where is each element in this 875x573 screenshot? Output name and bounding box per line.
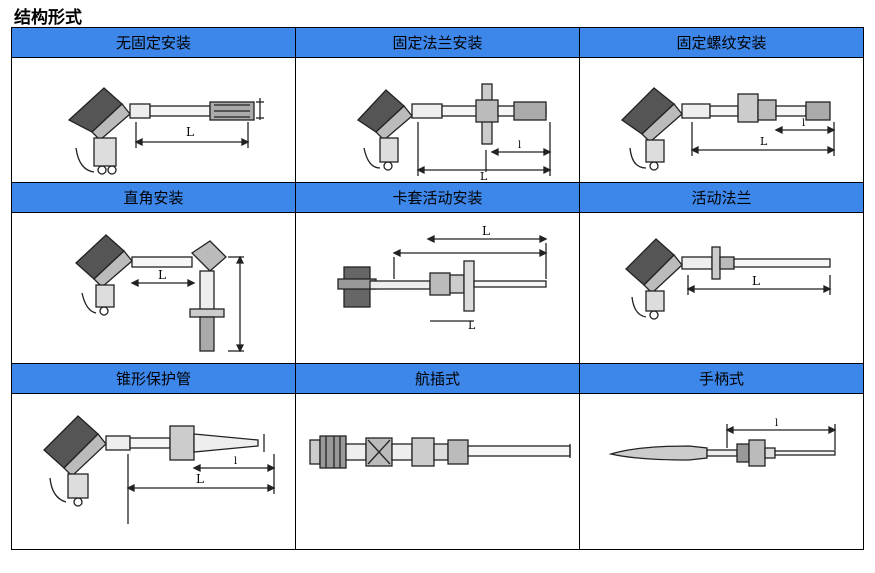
cell-header: 航插式 bbox=[295, 363, 580, 394]
cell-drawing: L l bbox=[579, 57, 864, 183]
thermocouple-aviation-plug-icon bbox=[308, 435, 571, 469]
dimension-label: l bbox=[802, 118, 805, 129]
cell-header: 锥形保护管 bbox=[11, 363, 296, 394]
cell-drawing: l bbox=[579, 393, 864, 550]
thermocouple-ferrule-movable-icon: L L bbox=[336, 224, 547, 332]
thermocouple-tapered-tube-icon: L l bbox=[42, 415, 275, 524]
thermocouple-fixed-flange-icon: L l bbox=[356, 83, 551, 182]
cell-drawing: L bbox=[579, 212, 864, 364]
thermocouple-handle-icon: l bbox=[607, 418, 836, 467]
dimension-label: L bbox=[186, 125, 194, 139]
dimension-label: L bbox=[752, 274, 760, 288]
cell-drawing: L bbox=[11, 212, 296, 364]
dimension-label: L bbox=[196, 472, 204, 486]
cell-header: 固定法兰安装 bbox=[295, 27, 580, 58]
cell-drawing bbox=[295, 393, 580, 550]
dimension-label: l bbox=[775, 418, 778, 429]
dimension-label: L bbox=[468, 319, 476, 332]
dimension-label: L bbox=[158, 268, 166, 282]
dimension-label: L bbox=[480, 170, 488, 182]
cell-header: 直角安装 bbox=[11, 182, 296, 213]
dimension-label: L bbox=[760, 135, 768, 148]
cell-header: 无固定安装 bbox=[11, 27, 296, 58]
thermocouple-fixed-thread-icon: L l bbox=[620, 87, 835, 171]
cell-header: 手柄式 bbox=[579, 363, 864, 394]
cell-drawing: L l bbox=[11, 393, 296, 550]
page-title: 结构形式 bbox=[14, 8, 82, 28]
cell-drawing: L L bbox=[295, 212, 580, 364]
cell-drawing: L l bbox=[295, 57, 580, 183]
cell-header: 固定螺纹安装 bbox=[579, 27, 864, 58]
dimension-label: l bbox=[518, 140, 521, 151]
thermocouple-right-angle-icon: L bbox=[74, 234, 244, 353]
cell-drawing: L bbox=[11, 57, 296, 183]
cell-header: 活动法兰 bbox=[579, 182, 864, 213]
cell-header: 卡套活动安装 bbox=[295, 182, 580, 213]
dimension-label: l bbox=[234, 456, 237, 467]
structure-table: 无固定安装 固定法兰安装 固定螺纹安装 L bbox=[11, 27, 864, 550]
thermocouple-movable-flange-icon: L bbox=[624, 238, 831, 320]
thermocouple-no-fixing-icon: L bbox=[67, 87, 264, 175]
dimension-label: L bbox=[482, 224, 490, 238]
